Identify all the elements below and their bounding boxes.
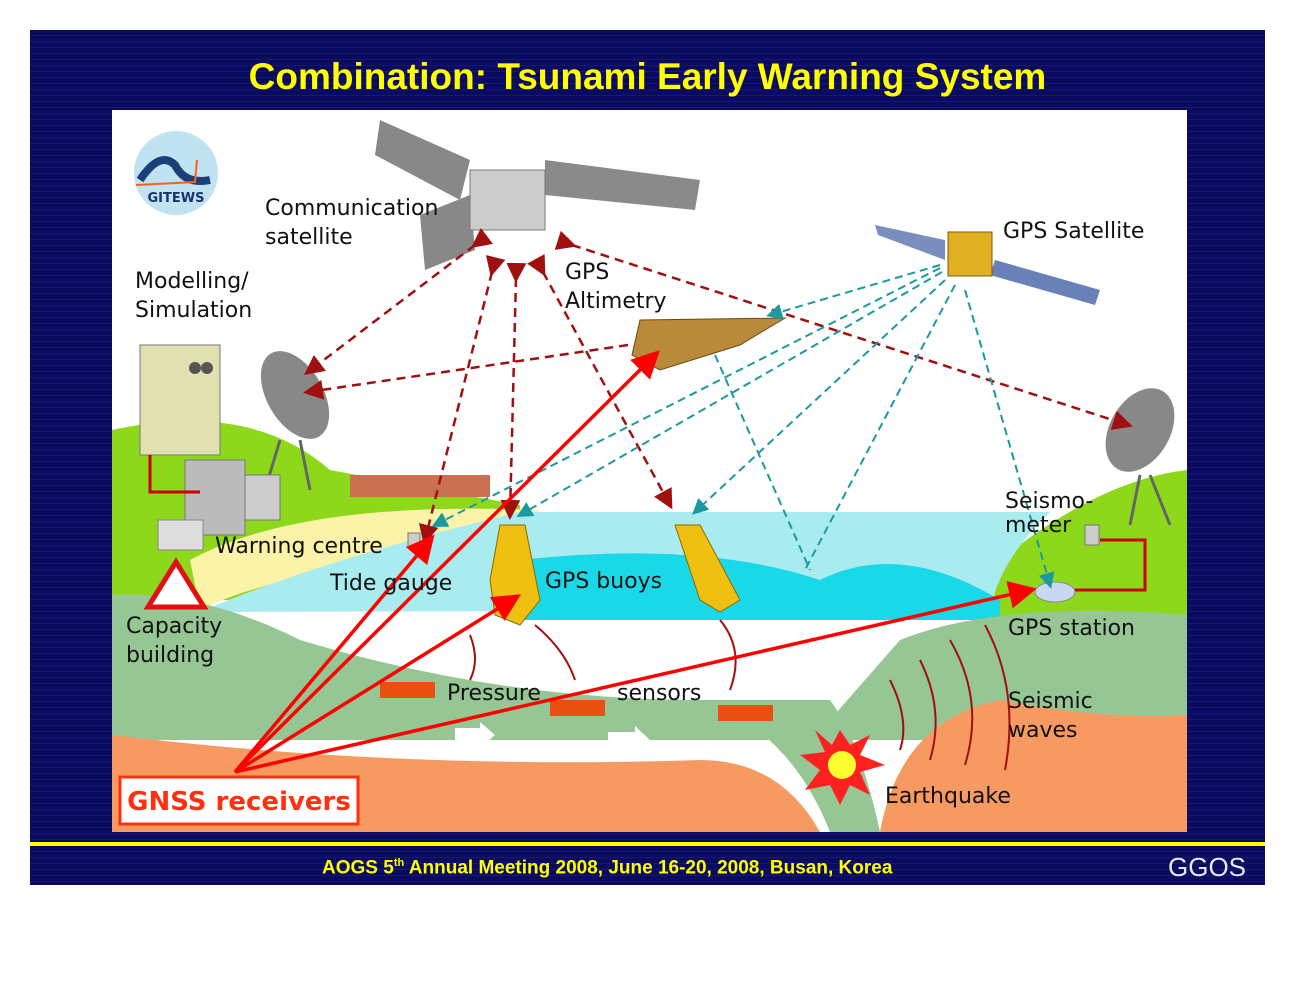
tsunami-warning-diagram: GITEWS [112, 120, 1187, 832]
seismic-wave-arcs [469, 619, 1011, 771]
label-earthquake: Earthquake [885, 784, 1011, 809]
label-waves: waves [1008, 718, 1078, 743]
wave [520, 553, 1000, 620]
gitews-logo: GITEWS [134, 131, 218, 215]
label-communication-satellite-2: satellite [265, 225, 353, 250]
label-pressure: Pressure [447, 681, 541, 706]
slide-title: Combination: Tsunami Early Warning Syste… [248, 56, 1047, 97]
svg-text:GITEWS: GITEWS [148, 191, 205, 206]
tide-gauge [407, 532, 421, 548]
label-seismic: Seismic [1008, 689, 1093, 714]
label-gnss-receivers: GNSS receivers [127, 787, 351, 817]
earthquake-burst-icon [800, 730, 885, 805]
label-modelling: Modelling/ [135, 269, 249, 294]
cable-right [1065, 538, 1147, 592]
mantle-right [880, 700, 1187, 832]
gps-station [1034, 581, 1076, 603]
label-tide-gauge: Tide gauge [329, 571, 452, 596]
label-seismometer-2: meter [1005, 513, 1072, 538]
label-warning-centre: Warning centre [215, 534, 383, 559]
label-gps-altimetry: GPS [565, 260, 609, 285]
diagram-panel: GITEWS [112, 110, 1187, 832]
label-seismometer: Seismo- [1005, 489, 1093, 514]
pressure-sensor-2 [550, 700, 605, 716]
pressure-sensor-1 [380, 682, 435, 698]
footer-rule [30, 842, 1265, 846]
label-gps-altimetry-2: Altimetry [565, 289, 667, 314]
communication-links [303, 227, 1133, 545]
pressure-sensor-3 [718, 705, 773, 721]
communication-satellite [375, 120, 700, 270]
label-capacity: Capacity [126, 614, 222, 639]
gnss-receivers-box: GNSS receivers [118, 775, 360, 826]
tsunami-warning-sign-icon [143, 557, 209, 610]
label-gps-satellite: GPS Satellite [1003, 219, 1144, 244]
footer-text: AOGS 5th Annual Meeting 2008, June 16-20… [322, 857, 893, 879]
gps-buoy-2 [674, 524, 741, 613]
plate-motion-arrows [455, 722, 650, 754]
label-building: building [126, 643, 214, 668]
gnss-links [233, 350, 1037, 774]
seismometer [1084, 524, 1100, 546]
label-sensors: sensors [617, 681, 701, 706]
modelling-computer [139, 344, 221, 456]
label-gps-buoys: GPS buoys [545, 569, 662, 594]
seabed [112, 594, 1187, 740]
altimetry-satellite [631, 317, 787, 371]
subducting-plate [700, 700, 880, 832]
ggos-logo: GGOS [1168, 852, 1247, 882]
gps-links [431, 264, 1055, 589]
label-communication-satellite: Communication [265, 196, 438, 221]
label-simulation: Simulation [135, 298, 252, 323]
cable-left [148, 455, 200, 494]
label-gps-station: GPS station [1008, 616, 1135, 641]
